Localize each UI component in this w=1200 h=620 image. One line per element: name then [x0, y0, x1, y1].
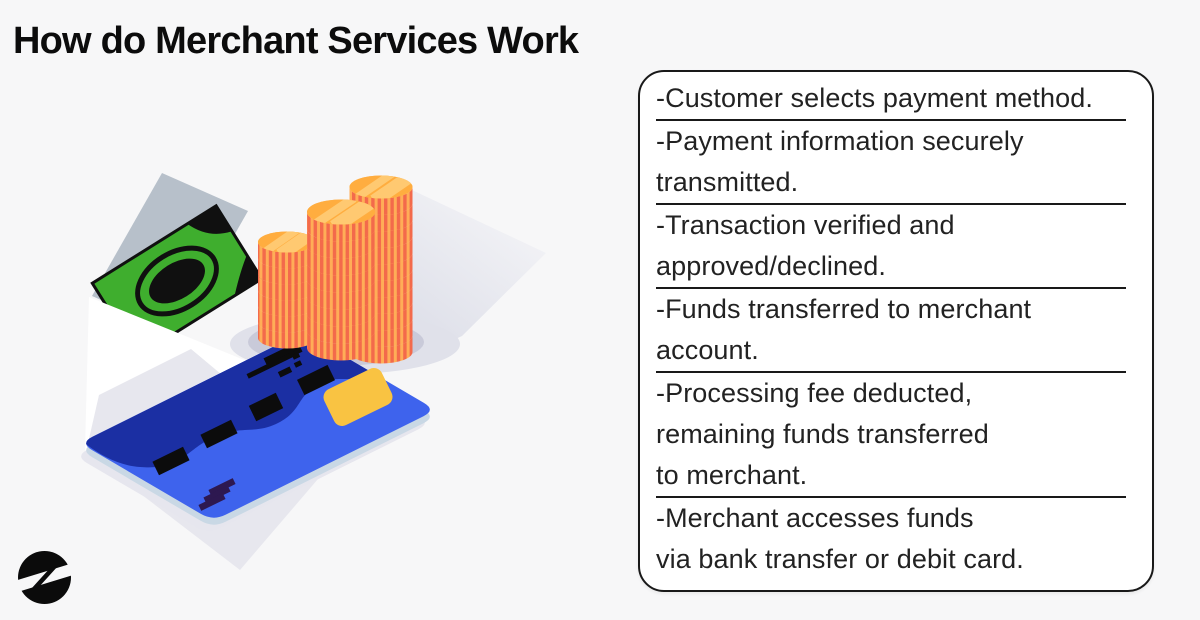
step-line: -Customer selects payment method.: [656, 83, 1093, 113]
coin-stack-icon: [258, 175, 413, 364]
credit-card-icon: [81, 335, 430, 531]
page-title: How do Merchant Services Work: [13, 20, 579, 62]
steps-card: -Customer selects payment method. -Paymen…: [638, 70, 1154, 592]
step-item: -Payment information securely transmitted…: [656, 121, 1126, 205]
steps-list: -Customer selects payment method. -Paymen…: [640, 72, 1152, 580]
step-item: -Merchant accesses funds via bank transfe…: [656, 498, 1126, 580]
step-line: -Transaction verified and: [656, 210, 955, 240]
step-line: approved/declined.: [656, 251, 886, 281]
bill-oval-ring: [135, 245, 219, 317]
step-line: account.: [656, 335, 759, 365]
card-signature-stripes: [198, 478, 236, 511]
step-line: -Processing fee deducted,: [656, 378, 973, 408]
step-line: to merchant.: [656, 460, 808, 490]
bill-oval: [149, 258, 205, 304]
step-line: -Merchant accesses funds: [656, 503, 974, 533]
step-line: -Funds transferred to merchant: [656, 294, 1032, 324]
step-item: -Transaction verified and approved/declin…: [656, 205, 1126, 289]
step-line: via bank transfer or debit card.: [656, 544, 1024, 574]
brand-logo: [16, 551, 74, 604]
step-line: remaining funds transferred: [656, 419, 989, 449]
payment-illustration: [81, 173, 546, 570]
step-item: -Processing fee deducted, remaining funds…: [656, 373, 1126, 498]
step-line: -Payment information securely: [656, 126, 1024, 156]
card-chip: [323, 368, 393, 426]
coin-stack-middle: [307, 199, 375, 361]
step-item: -Funds transferred to merchant account.: [656, 289, 1126, 373]
step-line: transmitted.: [656, 167, 799, 197]
step-item: -Customer selects payment method.: [656, 78, 1126, 121]
card-number-dashes: [152, 341, 336, 476]
lightning-bolt-icon: [30, 565, 59, 590]
